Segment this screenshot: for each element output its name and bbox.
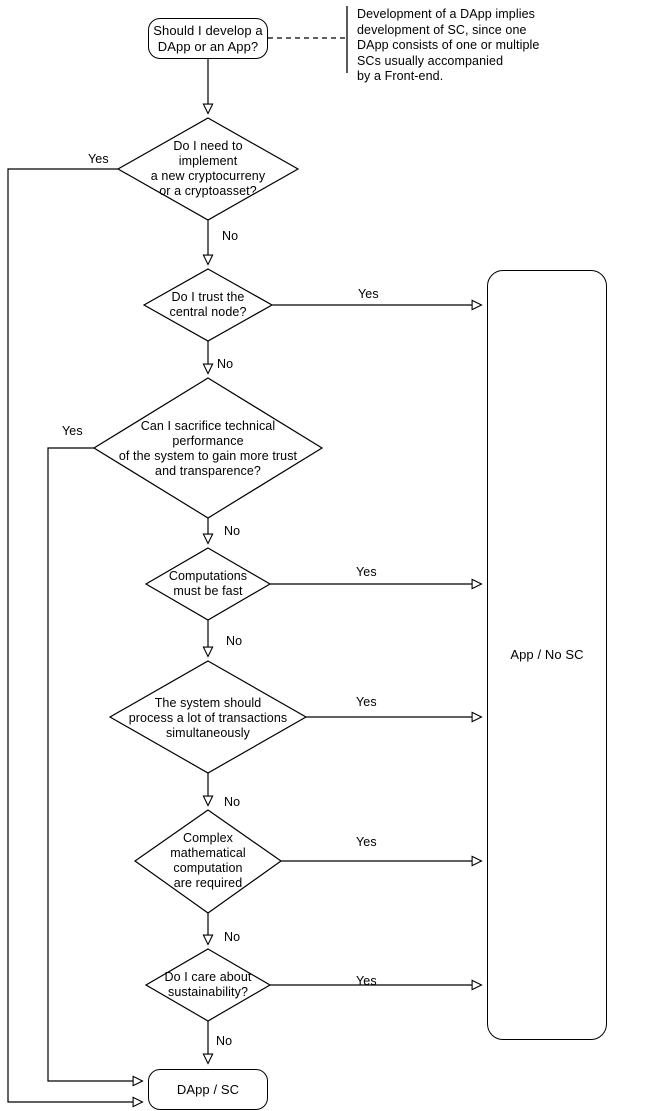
edge-label-d7-yes: Yes — [356, 974, 377, 988]
edge-label-d1-no: No — [222, 229, 239, 243]
edge-label-d6-yes: Yes — [356, 835, 377, 849]
edge-label-d5-no: No — [224, 795, 241, 809]
edge-label-d1-yes: Yes — [88, 152, 109, 166]
end-node-app-no-sc-label: App / No SC — [510, 647, 584, 662]
edge-label-d3-yes: Yes — [62, 424, 83, 438]
decision-shape-d7 — [144, 948, 272, 1022]
edge-label-d3-no: No — [224, 524, 241, 538]
decision-shape-d2 — [142, 268, 274, 342]
decision-shape-d4 — [144, 547, 272, 621]
decision-shape-d1 — [116, 117, 300, 221]
decision-shape-d5 — [108, 660, 308, 774]
decision-shape-d6 — [133, 809, 283, 914]
annotation-note: Development of a DApp implies developmen… — [357, 7, 540, 83]
edge-label-d4-no: No — [226, 634, 243, 648]
decision-shape-d3 — [92, 377, 324, 519]
edge-label-d5-yes: Yes — [356, 695, 377, 709]
edge-d3-yes-left — [47, 447, 142, 1081]
edge-label-d7-no: No — [216, 1034, 233, 1048]
edge-d1-yes-left — [7, 168, 142, 1102]
edge-label-d2-yes: Yes — [358, 287, 379, 301]
start-node-label: Should I develop a DApp or an App? — [153, 22, 263, 54]
end-node-dapp-sc-label: DApp / SC — [176, 1081, 240, 1097]
edge-label-d4-yes: Yes — [356, 565, 377, 579]
start-node[interactable]: Should I develop a DApp or an App? — [148, 18, 268, 59]
edge-label-d6-no: No — [224, 930, 241, 944]
end-node-dapp-sc[interactable]: DApp / SC — [148, 1069, 268, 1110]
edge-label-d2-no: No — [217, 357, 234, 371]
end-node-app-no-sc[interactable]: App / No SC — [487, 270, 607, 1040]
